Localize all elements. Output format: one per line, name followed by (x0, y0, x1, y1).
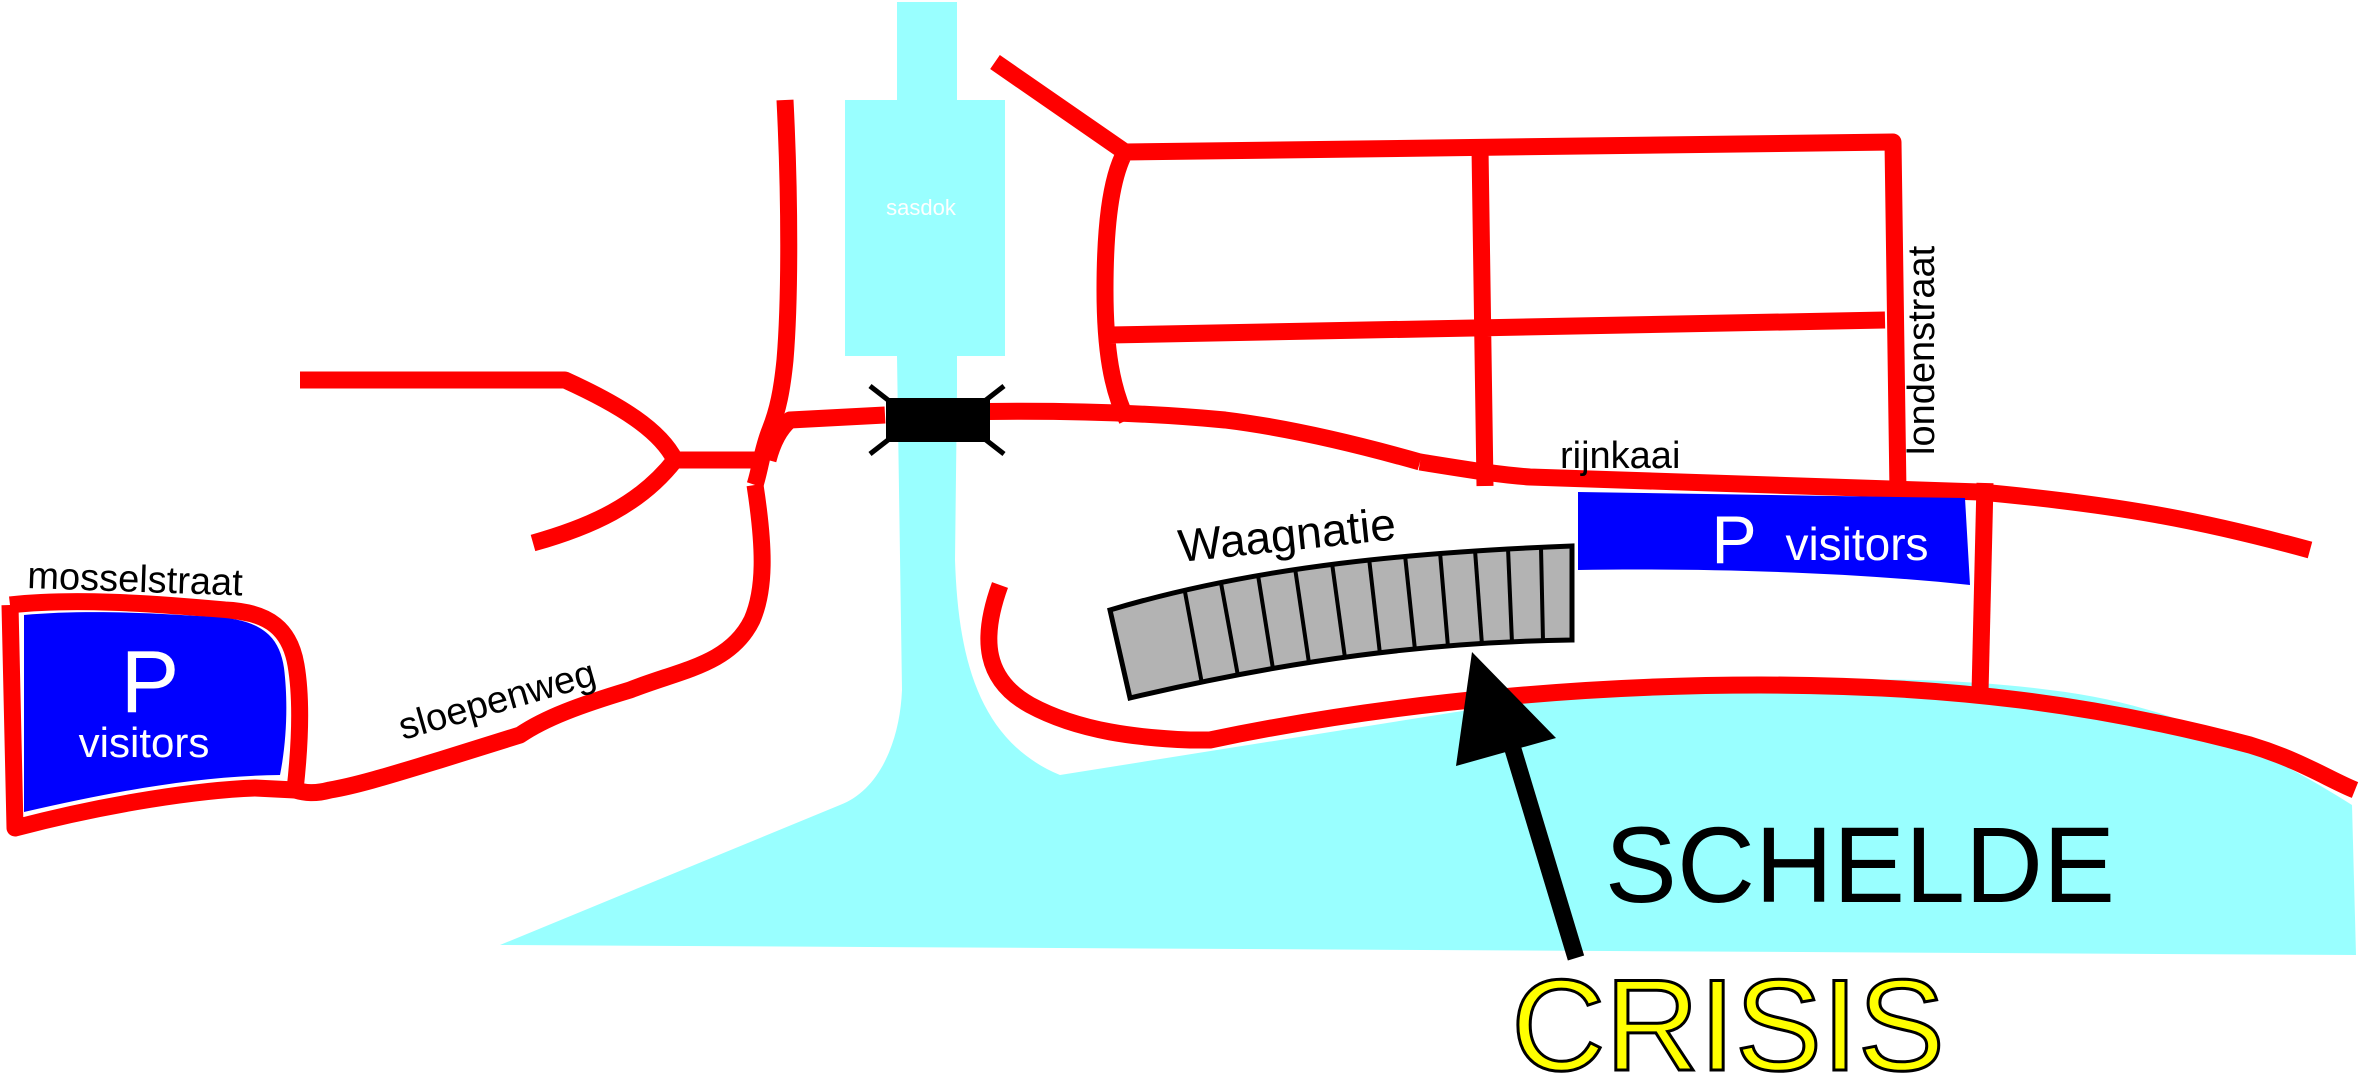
water-layer (500, 2, 2356, 955)
parking-east-area (1578, 492, 1970, 585)
street-londenstraat-label: londenstraat (1901, 245, 1943, 455)
road-riverside (980, 582, 2359, 798)
parking-west-label: visitors (79, 719, 210, 766)
parking-east-label: visitors (1785, 518, 1928, 570)
parking-east[interactable]: P visitors (1578, 492, 1970, 585)
road-parking-west-outline (1, 593, 309, 837)
building-waagnatie-sections (1183, 546, 1545, 685)
road-sloepenweg (292, 483, 771, 802)
parking-west-area (24, 612, 287, 812)
road-north-block (990, 55, 1907, 493)
sasdok-canal-bottom (500, 356, 2356, 955)
bridge-icon (868, 384, 1006, 456)
sasdok-basin (845, 100, 1005, 356)
building-waagnatie[interactable] (1107, 543, 1575, 702)
parking-east-symbol: P (1711, 502, 1756, 578)
sasdok-canal-top (897, 2, 957, 102)
arrow-up-icon (1456, 652, 1585, 961)
crisis-label: CRISIS (1511, 952, 1944, 1080)
river-schelde-label: SCHELDE (1605, 804, 2115, 925)
road-main-west (759, 402, 1423, 471)
street-mosselstraat-label: mosselstraat (27, 555, 244, 605)
road-rijnkaai (1418, 453, 2313, 559)
sasdok-label: sasdok (886, 195, 957, 220)
road-east-connector (1971, 482, 1994, 694)
road-west-parking-loop (300, 371, 768, 552)
street-rijnkaai-label: rijnkaai (1560, 435, 1680, 477)
road-dock-north (746, 99, 798, 488)
parking-west[interactable]: P visitors (24, 612, 287, 812)
parking-west-symbol: P (121, 632, 180, 731)
road-network (1, 55, 2359, 837)
